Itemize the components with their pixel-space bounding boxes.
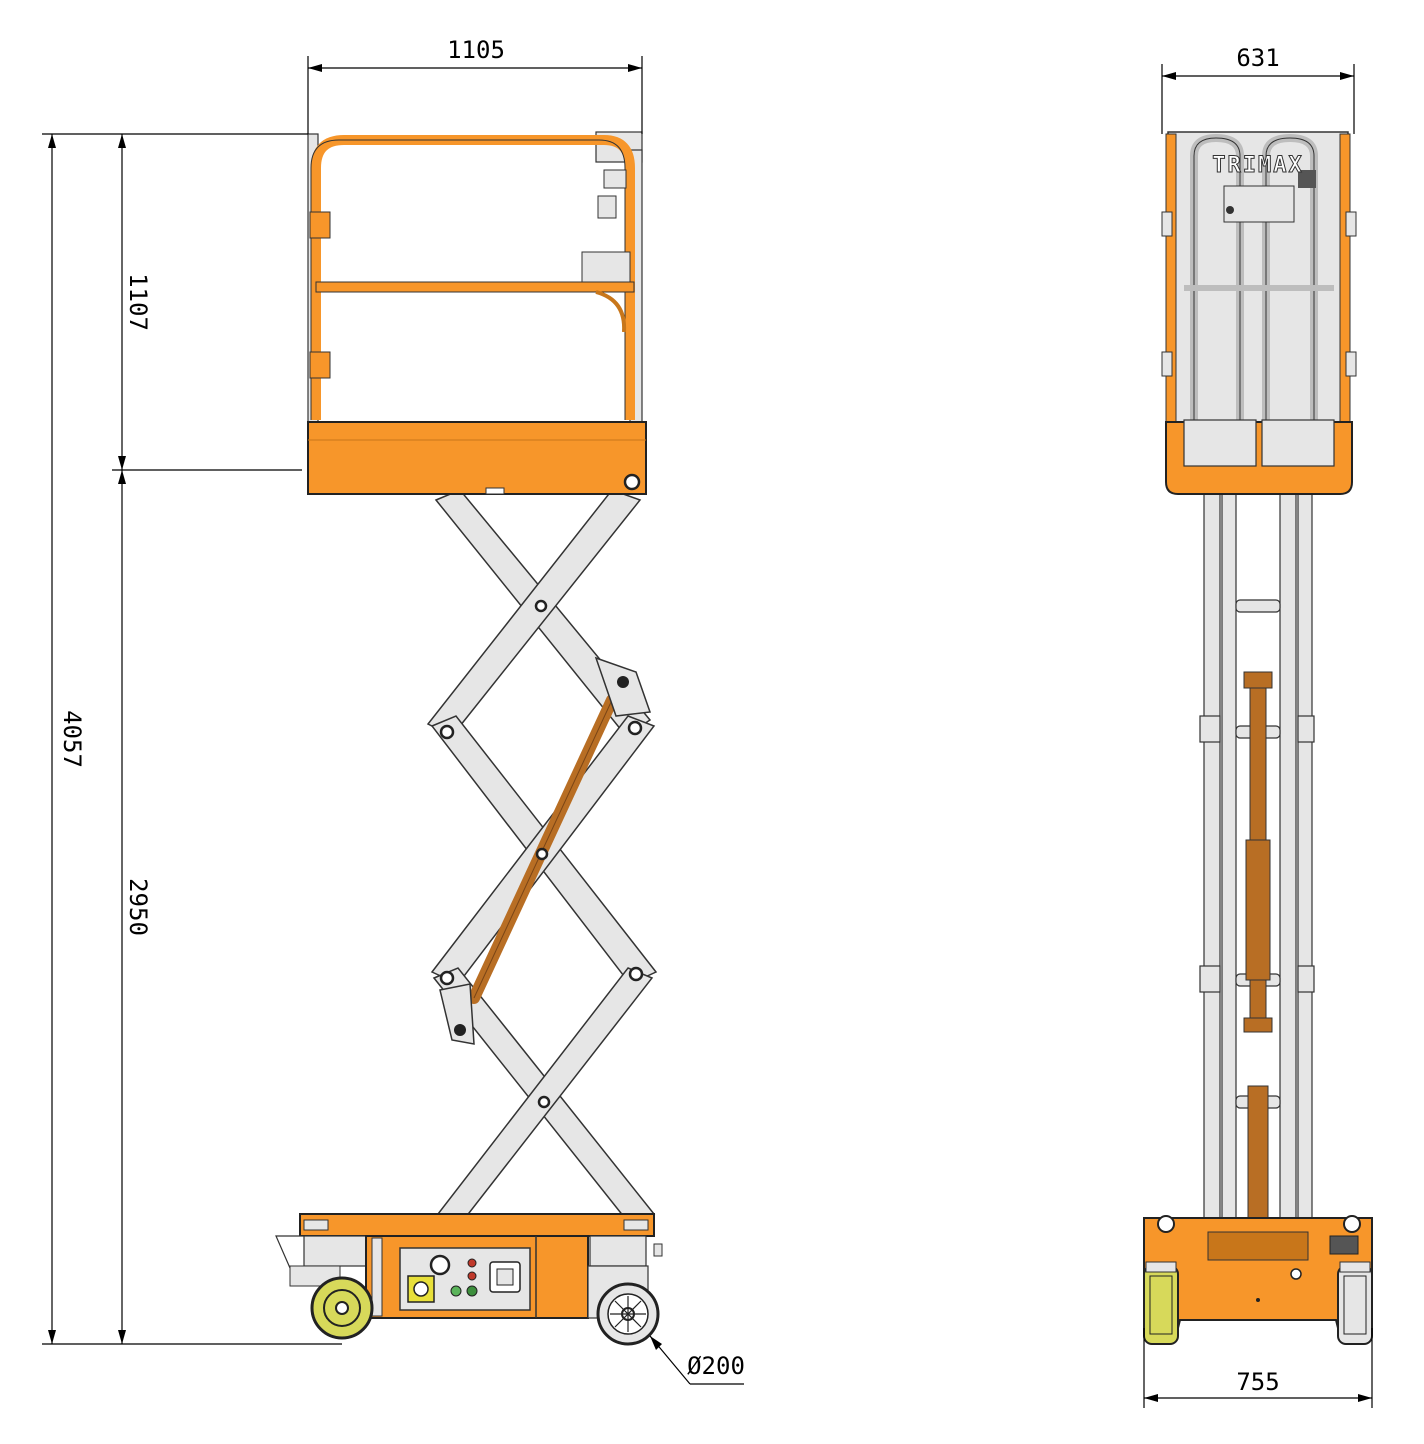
dim-label-1107: 1107 xyxy=(124,273,152,331)
front-base xyxy=(1143,1215,1373,1345)
dim-wheel-diameter: Ø200 xyxy=(649,1335,745,1385)
platform xyxy=(307,131,647,495)
side-view xyxy=(275,131,663,1346)
dim-label-2950: 2950 xyxy=(124,878,152,936)
dim-label-1105: 1105 xyxy=(447,36,505,64)
front-cylinder xyxy=(1243,671,1273,1219)
dim-label-4057: 4057 xyxy=(58,710,86,768)
dim-base-width: 755 xyxy=(1143,1328,1373,1408)
dimensions: 1105 631 755 4057 xyxy=(42,36,1373,1408)
dim-guardrail-height: 1107 xyxy=(118,134,152,470)
scissor-stack xyxy=(426,489,658,1223)
chassis xyxy=(275,1213,663,1346)
dim-label-755: 755 xyxy=(1236,1368,1279,1396)
dim-label-wheel: Ø200 xyxy=(687,1352,745,1380)
front-platform: TRIMAX xyxy=(1161,131,1357,495)
dim-label-631: 631 xyxy=(1236,44,1279,72)
dim-platform-height: 2950 xyxy=(118,470,152,1344)
dim-total-height: 4057 xyxy=(48,134,86,1344)
brand-logo: TRIMAX xyxy=(1212,153,1303,178)
drive-wheel xyxy=(596,1282,660,1346)
front-view: TRIMAX xyxy=(1143,131,1373,1345)
dim-platform-length: 1105 xyxy=(307,36,643,134)
dim-platform-width: 631 xyxy=(1161,44,1355,134)
castor-wheel xyxy=(289,1265,374,1340)
